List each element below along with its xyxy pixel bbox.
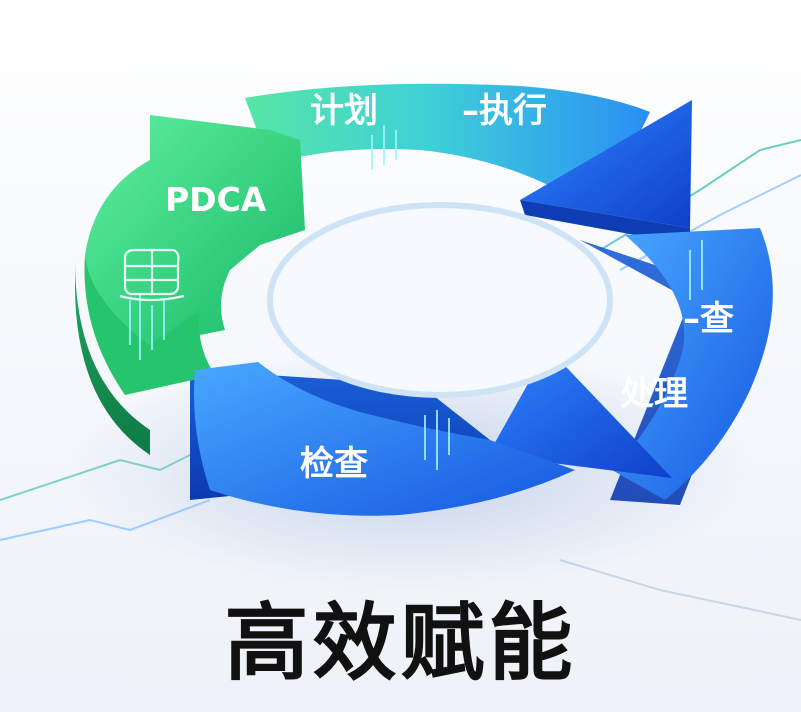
check-handle-arc <box>612 228 773 500</box>
label-handle: 处理 <box>619 374 688 414</box>
left-green-arc <box>84 255 215 395</box>
label-execute: –执行 <box>462 91 547 131</box>
ring-hole <box>270 205 610 395</box>
label-pdca: PDCA <box>165 180 267 219</box>
light-streams <box>129 125 703 470</box>
page-title: 高效赋能 <box>224 594 577 692</box>
label-plan: 计划 <box>310 91 378 131</box>
check-arc <box>194 362 575 516</box>
ring-hole-rim <box>267 202 613 398</box>
label-check: 检查 <box>300 444 368 484</box>
plan-execute-arc <box>245 83 650 215</box>
arrow-top-right-side <box>520 200 690 245</box>
arrow-top-right <box>520 100 692 228</box>
label-check-right: –查 <box>683 299 734 339</box>
document-stack-icon <box>119 248 185 302</box>
pdca-block <box>85 115 305 345</box>
